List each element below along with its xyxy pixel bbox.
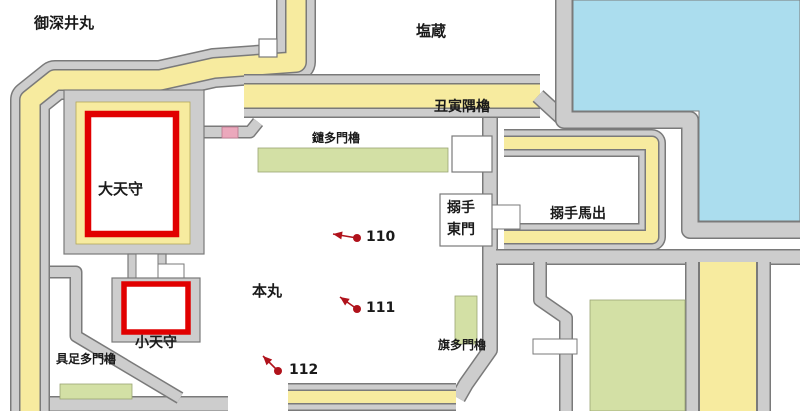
- ushitora-turret-footprint: [451, 135, 493, 173]
- marker-110-arrowhead: [333, 231, 343, 240]
- south-gate-slot: [532, 338, 578, 355]
- small-keep-platform: [111, 277, 201, 343]
- marker-110[interactable]: [332, 231, 361, 243]
- marker-112-dot[interactable]: [274, 367, 282, 375]
- marker-111-arrowhead: [340, 297, 350, 306]
- small-keep-outline: [121, 281, 191, 335]
- north-tamon-green-strip: [257, 147, 449, 173]
- label-north-tamon-yagura: 鑓多門櫓: [312, 131, 361, 145]
- gusoku-tamon-green-strip: [59, 383, 133, 400]
- marker-111-number[interactable]: 111: [366, 300, 396, 316]
- hata-tamon-green-strip: [454, 295, 478, 345]
- label-karamete-east-gate: 搦手 東門: [447, 200, 475, 238]
- karamete-east-gate-box: [439, 193, 493, 247]
- north-corridor-gate: [258, 38, 278, 58]
- label-hata-tamon-yagura: 旗多門櫓: [438, 338, 487, 352]
- marker-111-dot[interactable]: [353, 305, 361, 313]
- pink-gate-marker: [221, 126, 239, 139]
- southeast-green-area: [589, 299, 686, 411]
- east-gate-bridge: [489, 204, 521, 230]
- label-shiogura: 塩蔵: [416, 22, 447, 40]
- label-ofukemaru: 御深井丸: [34, 14, 95, 32]
- main-keep-platform: [63, 89, 205, 255]
- label-small-keep: 小天守: [135, 335, 177, 351]
- label-karamete-umadashi: 搦手馬出: [550, 206, 606, 222]
- main-keep-outline: [84, 110, 180, 238]
- label-main-keep: 大天守: [98, 180, 144, 198]
- label-ushitora-yagura: 丑寅隅櫓: [434, 99, 490, 115]
- marker-111[interactable]: [339, 296, 361, 313]
- marker-112[interactable]: [262, 355, 282, 375]
- marker-112-arrowhead: [263, 356, 273, 366]
- marker-110-dot[interactable]: [353, 234, 361, 242]
- marker-112-number[interactable]: 112: [289, 362, 319, 378]
- label-gusoku-tamon-yagura: 具足多門櫓: [56, 352, 117, 366]
- label-honmaru: 本丸: [252, 282, 283, 300]
- marker-110-number[interactable]: 110: [366, 229, 396, 245]
